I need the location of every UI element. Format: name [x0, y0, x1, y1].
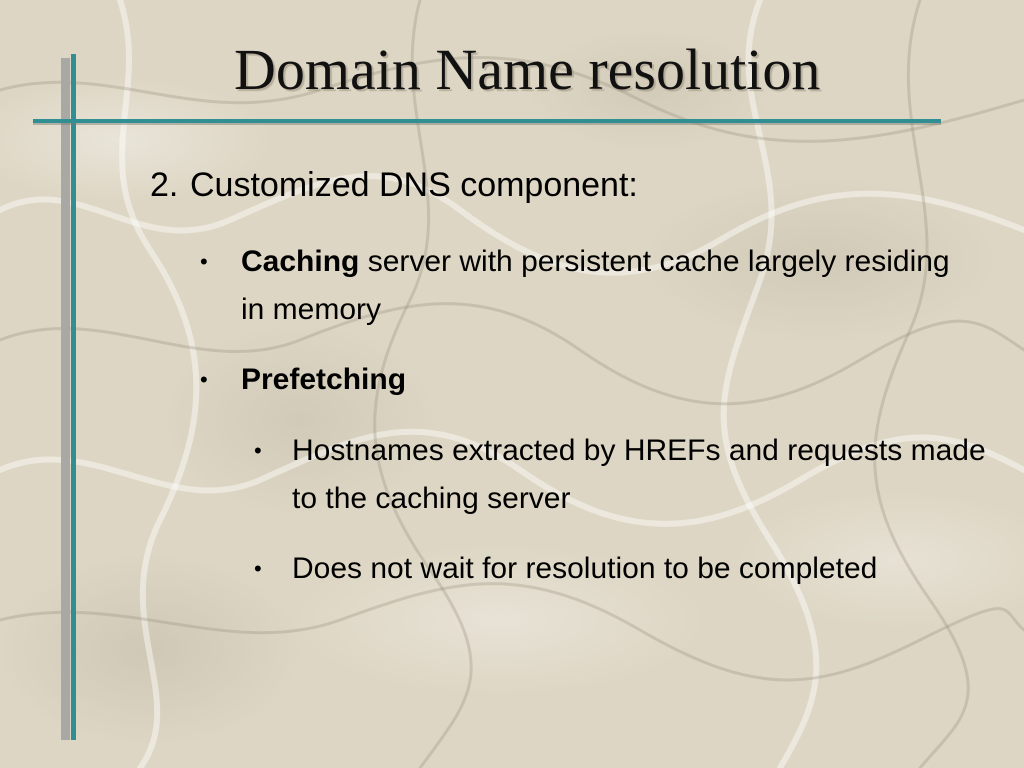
sub-bullet-glyph: •: [254, 438, 262, 463]
left-vertical-bar-gray: [61, 58, 70, 740]
sub-bullet-item-no-wait: Does not wait for resolution to be compl…: [292, 552, 878, 585]
bullet-text: server with persistent cache largely res…: [241, 245, 950, 326]
left-vertical-bar-teal: [71, 54, 76, 740]
sub-bullet-item-hostnames: Hostnames extracted by HREFs and request…: [292, 434, 986, 515]
bullet-bold-term: Caching: [241, 245, 360, 278]
bullet-item-prefetching: Prefetching: [241, 356, 961, 404]
numbered-point: 2. Customized DNS component:: [150, 166, 638, 205]
bullet-item-caching: Caching server with persistent cache lar…: [241, 238, 961, 334]
bullet-glyph: •: [200, 249, 208, 274]
point-text: Customized DNS component:: [190, 166, 638, 204]
bullet-glyph: •: [200, 367, 208, 392]
sub-bullet-glyph: •: [254, 556, 262, 581]
title-underline-shadow: [33, 123, 941, 125]
slide-title: Domain Name resolution: [234, 37, 821, 102]
point-number: 2.: [150, 166, 179, 204]
bullet-bold-term: Prefetching: [241, 363, 407, 396]
title-underline-rule: [33, 119, 941, 123]
